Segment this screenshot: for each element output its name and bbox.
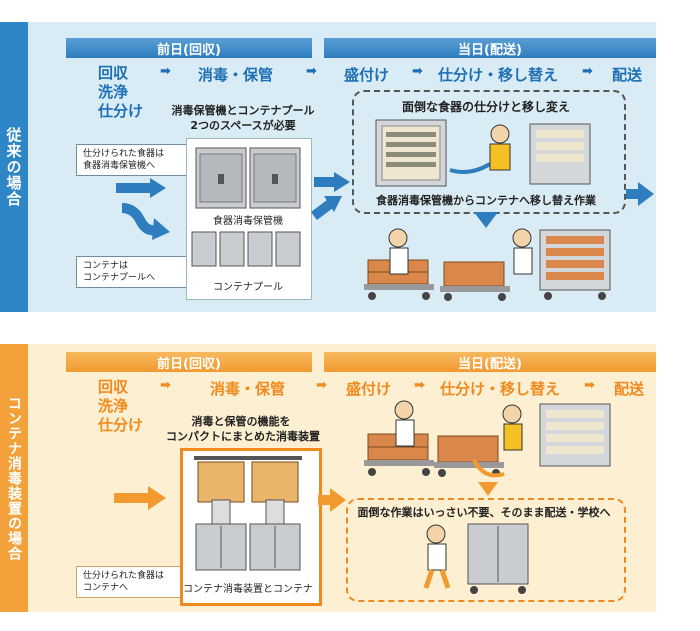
phase-prev-bar: 前日(回収) — [66, 352, 312, 372]
flow-arrow-icon — [114, 486, 166, 510]
flow-arrow-icon — [626, 182, 654, 206]
tedious-work-caption: 食器消毒保管機からコンテナへ移し替え作業 — [376, 194, 596, 207]
phase-prev-bar: 前日(回収) — [66, 38, 312, 58]
flow-arrow-icon — [311, 172, 350, 220]
container-pool-icon — [191, 231, 301, 267]
step-collect: 回収 洗浄 仕分け — [98, 64, 144, 120]
tedious-work-title: 面倒な食器の仕分けと移し変え — [401, 100, 570, 114]
arrow-icon: ➡ — [584, 378, 595, 393]
flow-arrow-icon — [116, 178, 170, 240]
step-disinfect: 消毒・保管 — [198, 66, 274, 84]
no-work-title: 面倒な作業はいっさい不要、そのまま配送・学校へ — [357, 506, 611, 519]
caption-container-device: コンテナ消毒装置とコンテナ — [183, 584, 313, 595]
conventional-side-label: 従来の場合 — [0, 22, 28, 312]
arrow-icon: ➡ — [160, 64, 171, 79]
step-sort-move: 仕分け・移し替え — [440, 380, 561, 398]
step-sort-move: 仕分け・移し替え — [438, 66, 559, 84]
note-containers-to-pool: コンテナはコンテナプールへ — [76, 256, 194, 288]
arrow-icon: ➡ — [316, 378, 327, 393]
arrow-icon: ➡ — [160, 378, 171, 393]
container-disinfection-device-icon — [194, 456, 302, 571]
compact-note: 消毒と保管の機能をコンパクトにまとめた消毒装置 — [166, 415, 320, 443]
phase-day-bar: 当日(配送) — [324, 352, 656, 372]
step-disinfect: 消毒・保管 — [210, 380, 286, 398]
step-deliver: 配送 — [614, 380, 645, 398]
step-collect: 回収 洗浄 仕分け — [98, 378, 144, 434]
down-arrow-icon — [478, 482, 498, 496]
worker-pushing-container-illustration — [423, 523, 529, 594]
no-work-box — [346, 498, 626, 602]
note-dishes-to-container: 仕分けられた食器はコンテナへ — [76, 566, 194, 598]
down-arrow-icon — [474, 212, 498, 228]
step-deliver: 配送 — [612, 66, 643, 84]
step-serve: 盛付け — [344, 66, 390, 84]
arrow-icon: ➡ — [582, 64, 593, 79]
storage-to-container-illustration — [375, 119, 591, 187]
arrow-icon: ➡ — [412, 64, 423, 79]
flow-arrow-icon — [318, 488, 346, 512]
note-dishes-to-storage: 仕分けられた食器は食器消毒保管機へ — [76, 144, 194, 176]
phase-day-bar: 当日(配送) — [324, 38, 656, 58]
dish-storage-cabinet-icon — [195, 147, 301, 209]
serving-illustration — [364, 400, 611, 478]
caption-container-pool: コンテナプール — [213, 282, 283, 293]
step-serve: 盛付け — [346, 380, 392, 398]
container-device-side-label: コンテナ消毒装置の場合 — [0, 344, 28, 612]
caption-dish-storage: 食器消毒保管機 — [213, 216, 283, 227]
serving-carts-illustration — [364, 228, 611, 301]
arrow-icon: ➡ — [414, 378, 425, 393]
arrow-icon: ➡ — [306, 64, 317, 79]
